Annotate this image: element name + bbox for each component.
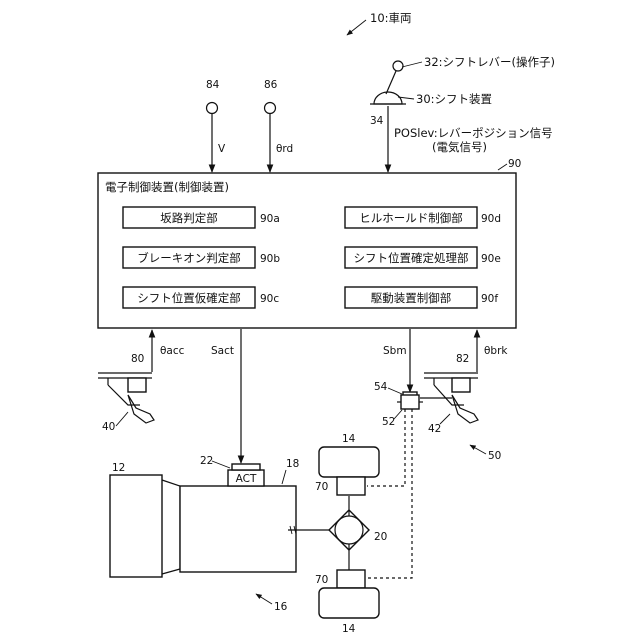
- block-90a-ref: 90a: [260, 213, 280, 225]
- shift-lever-label: 32:シフトレバー(操作子): [424, 55, 555, 69]
- poslev-signal-sublabel: (電気信号): [432, 140, 487, 154]
- sensor-84-ref: 84: [206, 79, 220, 91]
- wheel-ref-14-bottom: 14: [342, 623, 356, 635]
- block-90d-ref: 90d: [481, 213, 501, 225]
- block-90f-label: 駆動装置制御部: [371, 291, 452, 305]
- engine-icon: [110, 475, 180, 577]
- engine-ref-12: 12: [112, 462, 125, 474]
- block-90b-label: ブレーキオン判定部: [137, 251, 241, 265]
- poslev-signal-label: POSlev:レバーポジション信号: [394, 126, 553, 140]
- theta-brk-label: θbrk: [484, 345, 508, 357]
- brake-actuator-icon: [397, 392, 423, 409]
- vehicle-title-leader: [347, 20, 366, 35]
- transmission-ref-18: 18: [286, 458, 299, 470]
- wheel-ref-14-top: 14: [342, 433, 356, 445]
- block-90d-label: ヒルホールド制御部: [359, 211, 463, 225]
- wheel-brake-front: [337, 477, 365, 495]
- sact-label: Sact: [211, 345, 234, 357]
- transmission-box: [180, 486, 296, 572]
- brake-ref-42: 42: [428, 423, 441, 435]
- sensor-86-ref: 86: [264, 79, 278, 91]
- brake-ref-82: 82: [456, 353, 469, 365]
- accelerator-pedal-icon: [98, 373, 154, 423]
- wheel-rear-icon: [319, 588, 379, 618]
- act-label: ACT: [236, 473, 257, 485]
- signal-theta-rd-label: θrd: [276, 143, 293, 155]
- theta-acc-label: θacc: [160, 345, 185, 357]
- ecu-title: 電子制御装置(制御装置): [105, 180, 229, 194]
- brake-ref-54: 54: [374, 381, 388, 393]
- block-90e-label: シフト位置確定処理部: [354, 251, 469, 265]
- differential-ref-20: 20: [374, 531, 387, 543]
- block-90c-ref: 90c: [260, 293, 279, 305]
- shift-ref-34: 34: [370, 115, 384, 127]
- vehicle-title: 10:車両: [370, 11, 412, 25]
- wheel-brake-ref-70-bottom: 70: [315, 574, 328, 586]
- signal-v-label: V: [218, 143, 226, 155]
- block-90a-label: 坂路判定部: [160, 211, 218, 225]
- wheel-brake-rear: [337, 570, 365, 588]
- wheel-front-icon: [319, 447, 379, 477]
- sbm-label: Sbm: [383, 345, 407, 357]
- block-90f-ref: 90f: [481, 293, 498, 305]
- sensor-84-symbol: [207, 103, 218, 114]
- wheel-brake-ref-70-top: 70: [315, 481, 328, 493]
- block-90c-label: シフト位置仮確定部: [137, 291, 241, 305]
- shift-device-label: 30:シフト装置: [416, 92, 492, 106]
- sensor-86-symbol: [265, 103, 276, 114]
- block-90b-ref: 90b: [260, 253, 280, 265]
- act-ref-22: 22: [200, 455, 213, 467]
- ecu-ref: 90: [508, 158, 521, 170]
- powertrain-ref-16: 16: [274, 601, 288, 613]
- brake-ref-52: 52: [382, 416, 395, 428]
- block-90e-ref: 90e: [481, 253, 501, 265]
- brake-ref-50: 50: [488, 450, 501, 462]
- act-top-plate: [232, 464, 260, 470]
- accel-ref-40: 40: [102, 421, 115, 433]
- accel-ref-80: 80: [131, 353, 144, 365]
